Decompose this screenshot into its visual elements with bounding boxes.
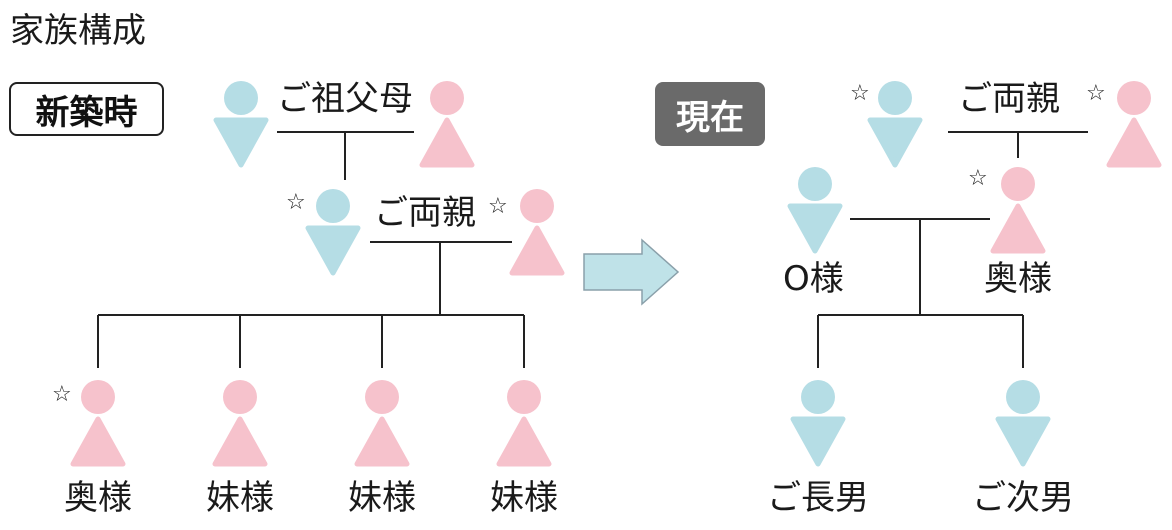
- parents-label: ご両親: [374, 193, 476, 233]
- wife-label: 奥様: [984, 259, 1052, 299]
- daughter-figure: [354, 380, 410, 467]
- son-label: ご次男: [972, 478, 1074, 518]
- daughter-figure: [212, 380, 268, 467]
- star-icon: ☆: [488, 194, 508, 219]
- arrow-icon: [583, 238, 680, 306]
- daughter-figure: [70, 380, 126, 467]
- star-icon: ☆: [52, 382, 72, 407]
- father-figure-now: [867, 81, 923, 168]
- grandmother-figure: [419, 81, 475, 168]
- son-figure: [995, 380, 1051, 467]
- star-icon: ☆: [1086, 81, 1106, 106]
- child-label: 奥様: [64, 478, 132, 518]
- page-title: 家族構成: [10, 11, 146, 51]
- badge-then: 新築時: [9, 82, 164, 136]
- mother-figure: [509, 189, 565, 276]
- child-label: 妹様: [206, 478, 274, 518]
- grandparents-label: ご祖父母: [277, 79, 413, 119]
- parents-label-now: ご両親: [958, 79, 1060, 119]
- badge-now: 現在: [655, 82, 765, 146]
- husband-label: O様: [783, 259, 844, 299]
- child-label: 妹様: [490, 478, 558, 518]
- child-label: 妹様: [348, 478, 416, 518]
- father-figure: [305, 189, 361, 276]
- husband-figure: [787, 167, 843, 254]
- star-icon: ☆: [968, 166, 988, 191]
- daughter-figure: [496, 380, 552, 467]
- mother-figure-now: [1106, 81, 1162, 168]
- star-icon: ☆: [286, 190, 306, 215]
- connector-lines: [97, 131, 1088, 368]
- star-icon: ☆: [850, 81, 870, 106]
- son-label: ご長男: [767, 478, 869, 518]
- son-figure: [790, 380, 846, 467]
- grandfather-figure: [213, 81, 269, 168]
- wife-figure: [990, 167, 1046, 254]
